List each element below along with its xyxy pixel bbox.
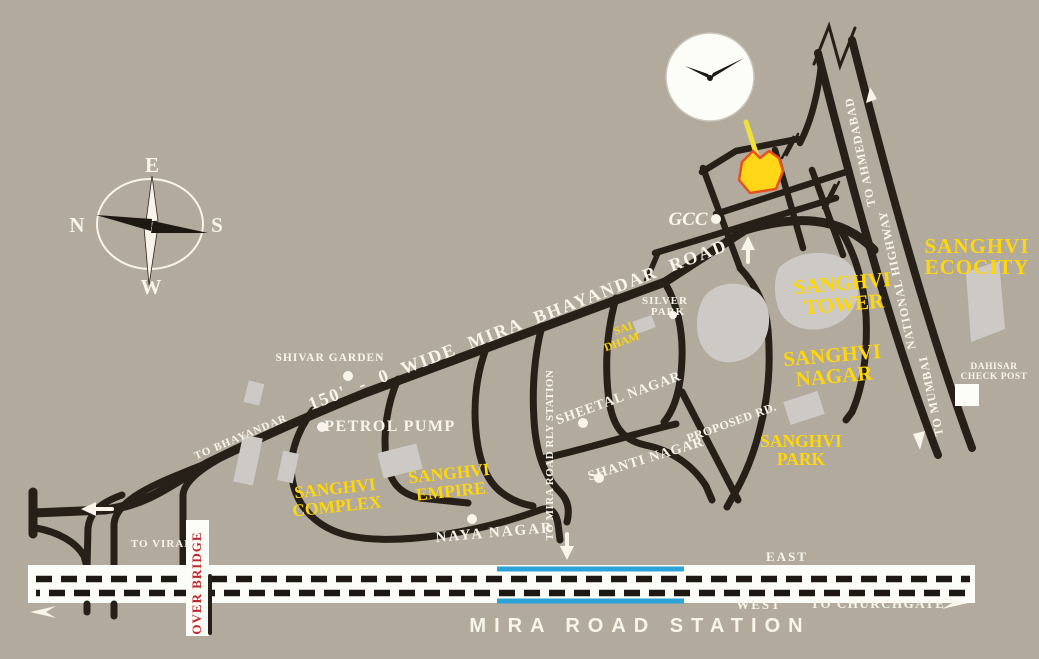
shanti-nagar-dot bbox=[594, 473, 604, 483]
compass-west-label: W bbox=[141, 275, 162, 299]
dahisar-check-post-marker bbox=[955, 384, 979, 406]
building-block bbox=[277, 450, 299, 484]
gcc-dot bbox=[711, 214, 721, 224]
label-to-mira-road-rly-station: TO MIRA ROAD RLY STATION bbox=[544, 370, 556, 541]
site-callout bbox=[665, 32, 785, 195]
road-segment bbox=[110, 458, 214, 574]
road-break-mark bbox=[812, 21, 857, 71]
label-petrol-pump: PETROL PUMP bbox=[324, 418, 456, 435]
compass-south-label: S bbox=[211, 213, 223, 237]
shivar-garden-dot bbox=[343, 371, 353, 381]
landmark-dots bbox=[317, 214, 721, 524]
building-block bbox=[233, 434, 263, 486]
clock-center-pin bbox=[707, 75, 713, 81]
label-silver-park: SILVER PARK bbox=[642, 295, 688, 318]
road-segment bbox=[698, 135, 802, 176]
label-west: WEST bbox=[736, 597, 782, 612]
direction-arrows bbox=[30, 87, 968, 618]
compass-north-label: N bbox=[69, 213, 84, 237]
compass-point-top bbox=[145, 175, 159, 223]
mumbai-arrow bbox=[913, 431, 925, 450]
compass-point-right bbox=[151, 221, 208, 233]
railway bbox=[28, 565, 975, 620]
road-segment bbox=[471, 342, 537, 510]
clock-hour-hand bbox=[685, 66, 712, 80]
compass-east-label: E bbox=[145, 153, 159, 177]
building-sanghvi-empire bbox=[377, 443, 423, 479]
naya-nagar-dot bbox=[467, 514, 477, 524]
left-arrow-head bbox=[81, 502, 96, 516]
over-bridge-band bbox=[186, 520, 209, 636]
label-sanghvi-ecocity: SANGHVI ECOCITY bbox=[924, 234, 1029, 279]
left-dart-arrow bbox=[30, 606, 56, 618]
park-area-sanghvi-nagar bbox=[774, 252, 859, 330]
road-break-mark bbox=[643, 250, 662, 282]
building-sanghvi-ecocity bbox=[966, 261, 1005, 342]
compass-rose-icon: E S W N bbox=[69, 153, 222, 299]
road-proposed bbox=[678, 388, 742, 504]
label-to-virar: TO VIRAR bbox=[131, 538, 193, 550]
label-east: EAST bbox=[766, 549, 808, 564]
road-highway-west-edge bbox=[814, 49, 942, 459]
road-segment bbox=[603, 294, 716, 504]
label-dahisar-check-post: DAHISAR CHECK POST bbox=[960, 362, 1027, 382]
label-sanghvi-nagar: SANGHVI NAGAR bbox=[782, 339, 882, 391]
label-dahisar-line2: CHECK POST bbox=[960, 372, 1027, 382]
churchgate-right-arrow bbox=[942, 597, 968, 609]
label-sanghvi-park: SANGHVI PARK bbox=[760, 431, 842, 469]
clock-icon bbox=[665, 32, 755, 122]
label-silver-park-line2: PARK bbox=[651, 306, 685, 318]
petrol-pump-dot bbox=[317, 422, 327, 432]
label-mira-road-station: MIRA ROAD STATION bbox=[469, 615, 810, 637]
over-bridge: OVER BRIDGE bbox=[186, 520, 212, 636]
road-mira-bhayandar bbox=[28, 216, 879, 518]
road-to-virar bbox=[179, 448, 236, 574]
road-segment bbox=[834, 222, 870, 424]
over-bridge-label: OVER BRIDGE bbox=[189, 531, 204, 634]
road-to-rly-station bbox=[529, 322, 572, 526]
label-to-churchgate: TO CHURCHGATE bbox=[811, 596, 946, 611]
label-sanghvi-ecocity-line2: ECOCITY bbox=[924, 255, 1029, 279]
park-area-sanghvi-tower bbox=[696, 283, 770, 363]
silver-park-dot bbox=[669, 311, 677, 319]
down-arrow-head bbox=[560, 546, 574, 560]
label-sanghvi-ecocity-line1: SANGHVI bbox=[924, 234, 1029, 258]
label-silver-park-line1: SILVER bbox=[642, 295, 688, 307]
label-dahisar-line1: DAHISAR bbox=[970, 362, 1017, 372]
highlighted-building-shape bbox=[737, 149, 785, 195]
road-segment bbox=[541, 420, 680, 462]
label-shivar-garden: SHIVAR GARDEN bbox=[276, 352, 385, 364]
label-gcc: GCC bbox=[668, 209, 707, 230]
building-sai-dham bbox=[632, 314, 656, 334]
location-pointer-line bbox=[743, 119, 760, 159]
road-break-mark bbox=[780, 132, 800, 160]
road-segment bbox=[660, 279, 686, 426]
road-highway-east-edge bbox=[848, 36, 976, 452]
building-sanghvi-park bbox=[783, 391, 825, 425]
label-sanghvi-park-line2: PARK bbox=[777, 449, 826, 469]
road-segment bbox=[699, 164, 744, 272]
road-segment bbox=[808, 166, 847, 259]
compass-point-left bbox=[96, 215, 152, 231]
buildings-layer bbox=[233, 252, 1005, 486]
building-block bbox=[243, 380, 265, 406]
label-sanghvi-complex: SANGHVI COMPLEX bbox=[291, 474, 382, 521]
road-segment bbox=[712, 168, 850, 218]
up-arrow-head bbox=[741, 236, 755, 250]
label-sanghvi-park-line1: SANGHVI bbox=[760, 431, 842, 451]
sheetal-nagar-dot bbox=[578, 418, 588, 428]
ahmedabad-arrow bbox=[866, 87, 877, 103]
clock-minute-hand bbox=[710, 58, 744, 79]
road-segment bbox=[796, 62, 825, 147]
label-sanghvi-tower: SANGHVI TOWER bbox=[792, 267, 892, 320]
road-segment bbox=[651, 194, 840, 257]
road-break-mark bbox=[821, 180, 841, 210]
